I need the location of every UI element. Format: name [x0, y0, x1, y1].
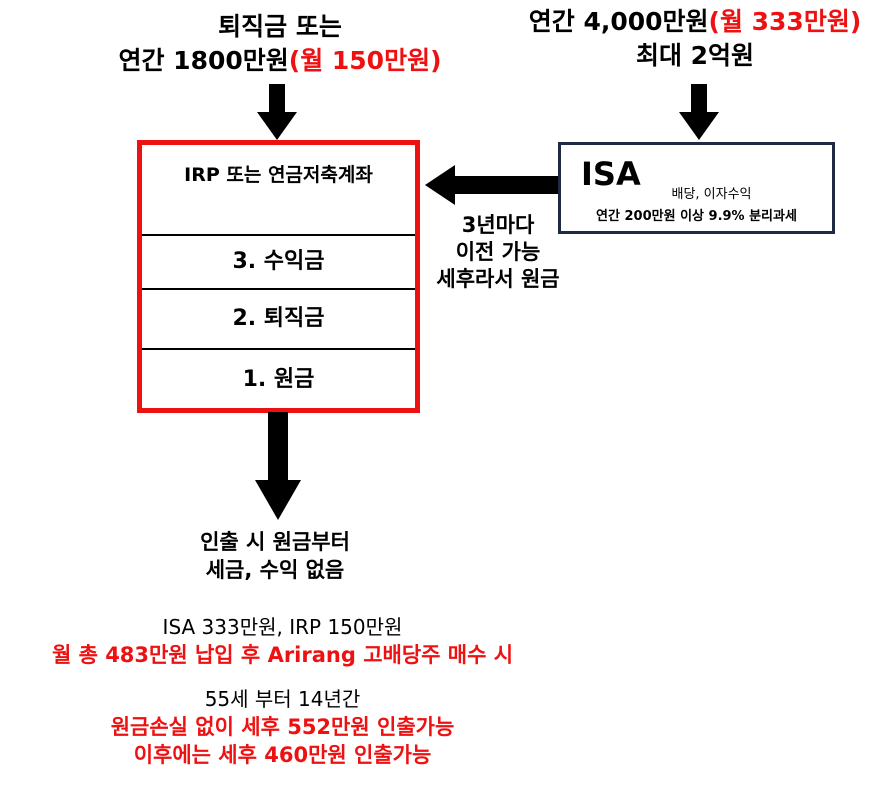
- transfer-note-line2: 이전 가능: [455, 240, 541, 264]
- isa-income-type: 배당, 이자수익: [671, 187, 752, 202]
- summary-withdrawal-amount: 원금손실 없이 세후 552만원 인출가능: [110, 715, 455, 739]
- irp-account-box: IRP 또는 연금저축계좌 3. 수익금 2. 퇴직금 1. 원금: [137, 140, 420, 413]
- isa-max-text: 최대 2억원: [635, 41, 755, 70]
- retirement-label-line2: 연간 1800만원(월 150만원): [90, 44, 470, 78]
- isa-label-line1: 연간 4,000만원(월 333만원): [510, 5, 880, 39]
- down-arrow-into-irp-icon: [257, 84, 297, 140]
- withdrawal-note-line1: 인출 시 원금부터: [200, 530, 350, 554]
- down-arrow-withdrawal-icon: [255, 412, 301, 520]
- irp-box-title: IRP 또는 연금저축계좌: [184, 164, 373, 186]
- summary-withdrawal-period: 55세 부터 14년간: [204, 687, 361, 711]
- retirement-label-line1: 퇴직금 또는: [218, 12, 342, 41]
- retirement-contribution-label: 퇴직금 또는 연간 1800만원(월 150만원): [90, 10, 470, 78]
- isa-account-box: ISA 배당, 이자수익 연간 200만원 이상 9.9% 분리과세: [558, 142, 835, 234]
- down-arrow-into-isa-icon: [679, 84, 719, 140]
- irp-layer-principal: 1. 원금: [142, 348, 415, 410]
- isa-tax-rule: 연간 200만원 이상 9.9% 분리과세: [596, 209, 797, 224]
- monthly-amount-text: (월 150만원): [288, 46, 442, 75]
- summary-block: ISA 333만원, IRP 150만원 월 총 483만원 납입 후 Arir…: [0, 613, 565, 769]
- annual-amount-text: 연간 1800만원: [118, 46, 289, 75]
- isa-box-title: ISA: [581, 155, 641, 193]
- summary-later-withdrawal-amount: 이후에는 세후 460만원 인출가능: [133, 743, 432, 767]
- left-arrow-isa-to-irp-icon: [425, 165, 558, 205]
- withdrawal-note-line2: 세금, 수익 없음: [205, 558, 345, 582]
- isa-annual-amount-text: 연간 4,000만원: [528, 7, 709, 36]
- irp-layer-severance: 2. 퇴직금: [142, 288, 415, 348]
- withdrawal-note: 인출 시 원금부터 세금, 수익 없음: [150, 528, 400, 584]
- transfer-note-line3: 세후라서 원금: [436, 267, 560, 291]
- transfer-note-line1: 3년마다: [461, 213, 535, 237]
- summary-total-contribution: 월 총 483만원 납입 후 Arirang 고배당주 매수 시: [51, 643, 514, 667]
- isa-monthly-amount-text: (월 333만원): [708, 7, 862, 36]
- irp-layer-profit: 3. 수익금: [142, 234, 415, 288]
- isa-contribution-label: 연간 4,000만원(월 333만원) 최대 2억원: [510, 5, 880, 73]
- transfer-note: 3년마다 이전 가능 세후라서 원금: [408, 212, 588, 293]
- summary-contribution-split: ISA 333만원, IRP 150만원: [162, 615, 403, 639]
